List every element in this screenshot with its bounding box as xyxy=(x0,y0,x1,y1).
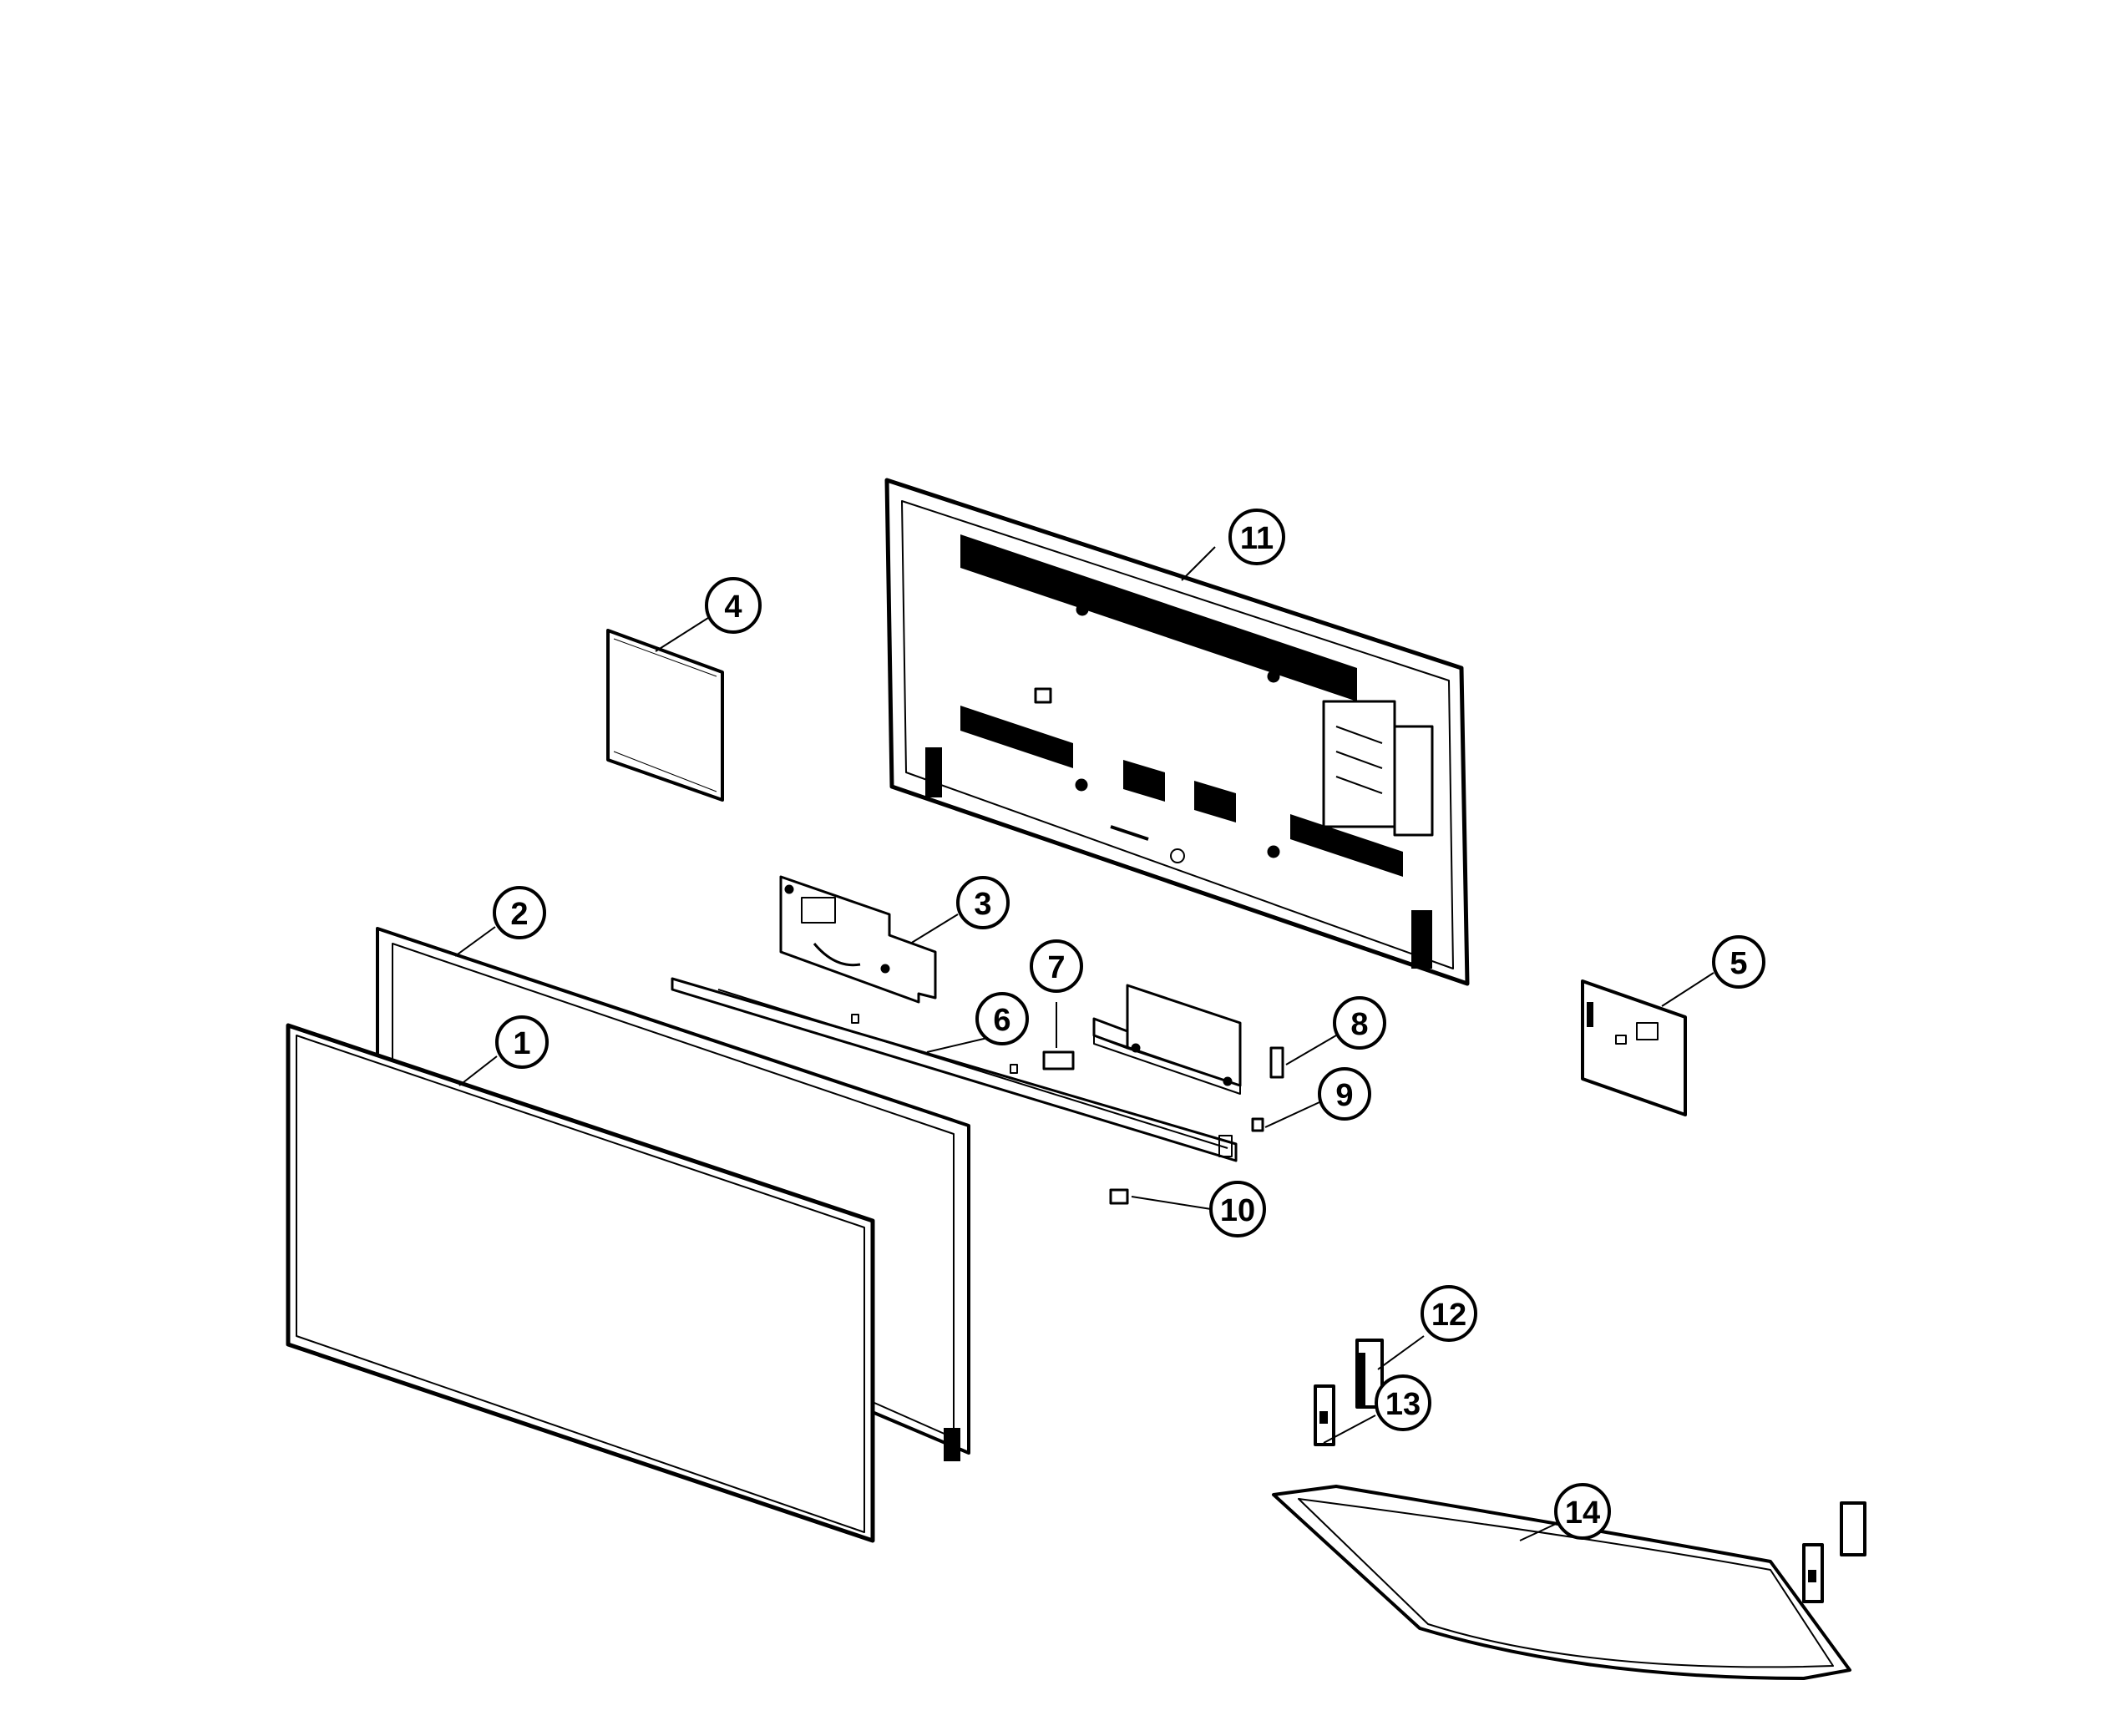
callout-10: 10 xyxy=(1209,1181,1266,1237)
callout-11-number: 11 xyxy=(1240,521,1274,556)
rear-cover-part xyxy=(884,478,1470,986)
bottom-frame-rail-part xyxy=(671,977,1238,1162)
stand-support-part xyxy=(1355,1339,1384,1409)
callout-7: 7 xyxy=(1030,939,1083,993)
callout-13-number: 13 xyxy=(1385,1387,1421,1422)
callout-3-number: 3 xyxy=(974,887,991,922)
callout-12-number: 12 xyxy=(1431,1298,1466,1333)
callout-labels: 1 2 3 4 5 6 7 8 xyxy=(493,509,1765,1540)
bracket-clip-10-part xyxy=(1109,1188,1129,1205)
center-bracket-part xyxy=(1092,984,1242,1095)
main-board-part xyxy=(1581,979,1687,1116)
stand-bracket-part xyxy=(1314,1384,1335,1446)
callout-13: 13 xyxy=(1375,1374,1431,1431)
callout-2-number: 2 xyxy=(510,897,528,932)
callout-6: 6 xyxy=(975,992,1029,1045)
power-board-part xyxy=(606,629,724,802)
small-clip-part xyxy=(1042,1050,1075,1070)
callout-9-number: 9 xyxy=(1335,1078,1353,1113)
callout-7-number: 7 xyxy=(1047,950,1065,985)
bracket-left-part xyxy=(779,875,937,1004)
callout-5: 5 xyxy=(1712,935,1765,989)
callout-1: 1 xyxy=(495,1015,549,1069)
callout-9: 9 xyxy=(1318,1067,1371,1121)
callout-14-number: 14 xyxy=(1565,1496,1600,1531)
bracket-clip-9-part xyxy=(1251,1117,1264,1132)
callout-2: 2 xyxy=(493,886,546,939)
callout-4-number: 4 xyxy=(724,590,742,625)
callout-12: 12 xyxy=(1421,1285,1477,1342)
callout-14: 14 xyxy=(1554,1483,1611,1540)
stand-base-part xyxy=(1272,1485,1866,1680)
callout-8-number: 8 xyxy=(1350,1007,1368,1042)
lcd-panel-part xyxy=(286,1023,875,1543)
callout-11: 11 xyxy=(1228,509,1285,565)
callout-4: 4 xyxy=(705,577,762,634)
callout-1-number: 1 xyxy=(513,1026,530,1061)
callout-10-number: 10 xyxy=(1220,1193,1255,1228)
callout-5-number: 5 xyxy=(1730,946,1747,981)
callout-3: 3 xyxy=(956,876,1010,929)
callout-6-number: 6 xyxy=(993,1003,1010,1038)
callout-8: 8 xyxy=(1333,996,1386,1050)
bracket-clip-8-part xyxy=(1269,1046,1284,1079)
